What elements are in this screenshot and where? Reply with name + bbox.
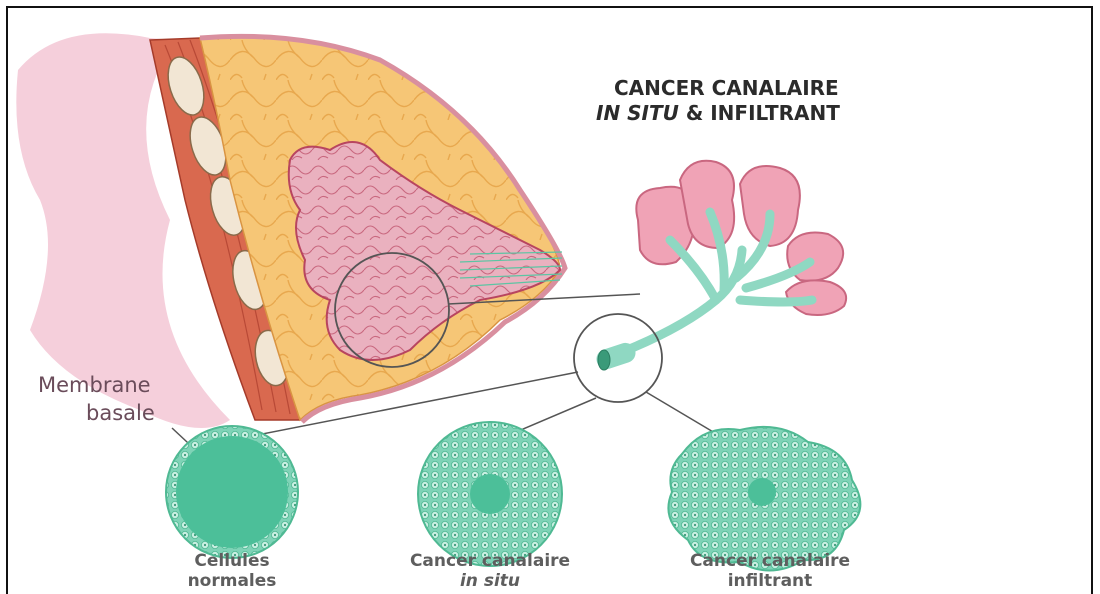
caption-infiltrant-line2: infiltrant <box>728 571 813 591</box>
in-situ-cells-illustration <box>418 422 562 566</box>
diagram-title-rest: & INFILTRANT <box>679 101 840 125</box>
diagram-title-line1: CANCER CANALAIRE <box>614 76 839 100</box>
caption-infiltrant-line1: Cancer canalaire <box>690 551 850 571</box>
caption-normal-line1: Cellules <box>194 551 269 571</box>
caption-insitu-line1: Cancer canalaire <box>410 551 570 571</box>
membrane-label-line1: Membrane <box>38 373 151 397</box>
caption-insitu-line2: in situ <box>460 571 520 591</box>
membrane-label-line2: basale <box>86 401 155 425</box>
diagram-title-italic: IN SITU <box>596 101 679 125</box>
normal-cells-illustration <box>166 426 298 558</box>
diagram-title-line2: IN SITU & INFILTRANT <box>596 101 840 125</box>
infiltrant-cells-illustration <box>668 427 860 571</box>
caption-normal-line2: normales <box>188 571 277 591</box>
